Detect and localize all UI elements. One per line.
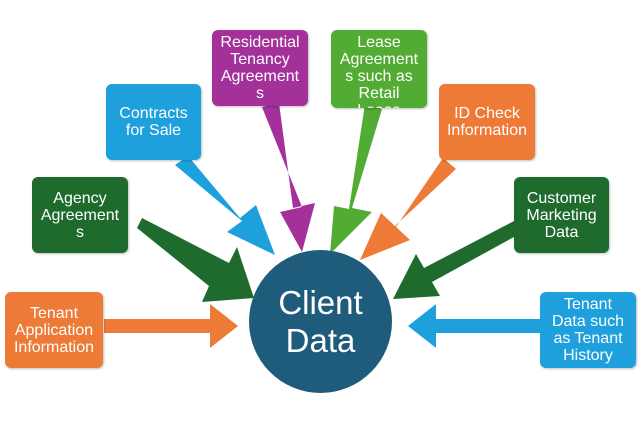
arrow-tenant-data [408,304,542,348]
arrow-contracts-for-sale [175,156,275,255]
arrow-id-check [360,158,456,260]
box-tenant-data-label: Tenant Data such as Tenant History [551,296,625,364]
box-residential-tenancy-label: Residential Tenancy Agreement s [220,34,300,102]
box-id-check-label: ID Check Information [446,105,528,139]
box-agency-agreements: Agency Agreement s [32,177,128,253]
box-customer-marketing-label: Customer Marketing Data [526,189,597,241]
box-agency-agreements-label: Agency Agreement s [40,189,120,241]
arrow-customer-marketing [393,220,523,299]
box-residential-tenancy: Residential Tenancy Agreement s [212,30,308,106]
arrow-agency-agreements [137,218,254,302]
client-data-label: Client Data [278,283,363,359]
box-customer-marketing: Customer Marketing Data [514,177,609,253]
arrow-residential-tenancy [262,103,315,252]
client-data-circle: Client Data [249,250,392,393]
arrow-tenant-application [104,304,238,348]
arrow-lease-agreements [330,104,382,254]
box-tenant-application-label: Tenant Application Information [13,304,95,356]
box-id-check: ID Check Information [439,84,535,160]
box-contracts-for-sale: Contracts for Sale [106,84,201,160]
box-tenant-application: Tenant Application Information [5,292,103,368]
box-tenant-data: Tenant Data such as Tenant History [540,292,636,368]
box-lease-agreements-label: Lease Agreement s such as Retail Lease [339,34,419,108]
box-lease-agreements: Lease Agreement s such as Retail Lease [331,30,427,108]
box-contracts-for-sale-label: Contracts for Sale [119,105,188,139]
